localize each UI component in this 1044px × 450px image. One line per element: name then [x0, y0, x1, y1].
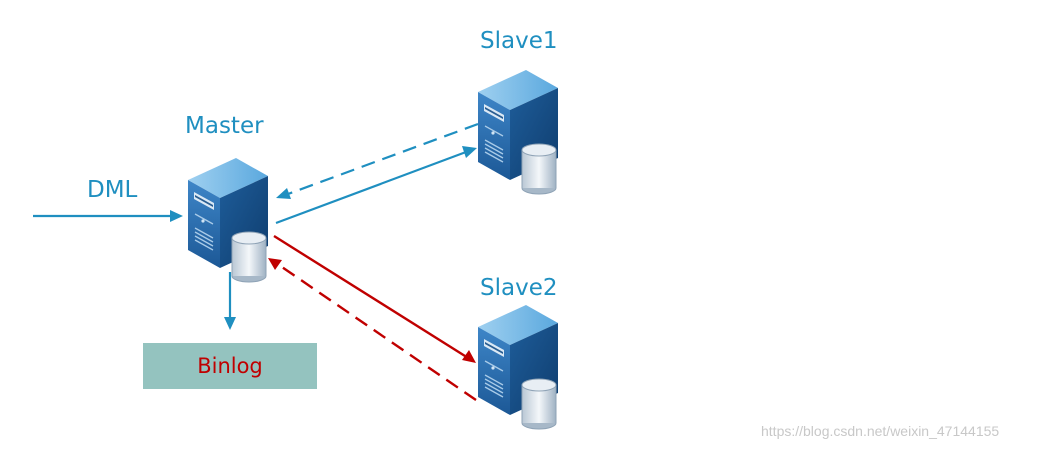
binlog-box: Binlog	[143, 343, 317, 389]
slave1-request-arrow	[276, 122, 479, 199]
slave2-label: Slave2	[480, 275, 558, 301]
slave1-label: Slave1	[480, 28, 558, 54]
dml-label: DML	[87, 177, 138, 203]
master-server-icon	[187, 157, 269, 283]
slave1-server-icon	[477, 69, 559, 195]
master-label: Master	[185, 113, 264, 139]
master-to-slave1-arrow	[275, 146, 477, 225]
dml-arrow	[33, 210, 183, 222]
watermark: https://blog.csdn.net/weixin_47144155	[761, 423, 1000, 439]
master-to-slave2-arrow	[273, 234, 476, 363]
slave2-request-arrow	[268, 258, 477, 401]
binlog-arrow	[224, 272, 236, 330]
slave2-server-icon	[477, 304, 559, 430]
binlog-label: Binlog	[197, 354, 263, 378]
